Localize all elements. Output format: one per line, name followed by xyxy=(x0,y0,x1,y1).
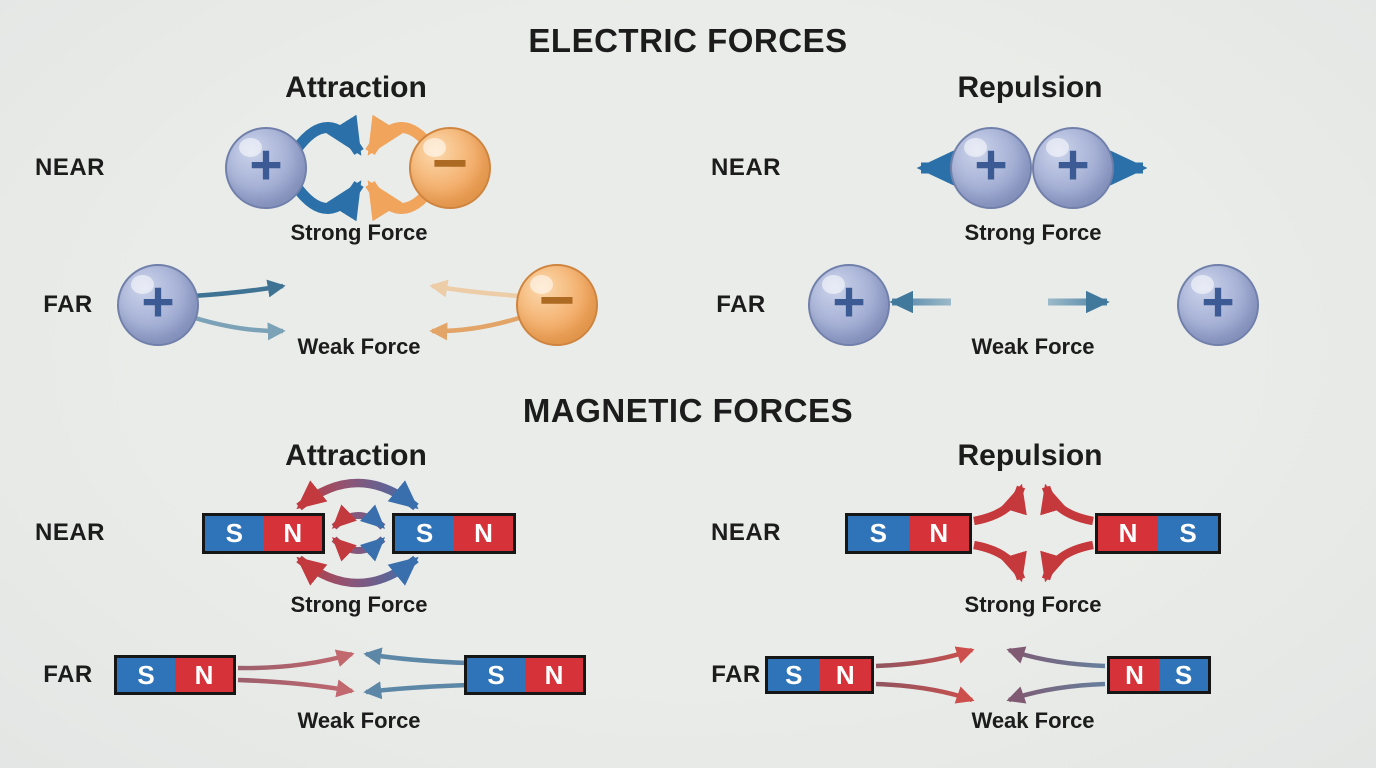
strong-force-label: Strong Force xyxy=(290,592,428,617)
pole-letter: N xyxy=(835,659,855,690)
plus-symbol: + xyxy=(249,133,283,197)
north-pole: N xyxy=(1098,516,1158,551)
plus-symbol: + xyxy=(832,270,866,334)
pole-letter: N xyxy=(544,659,564,690)
pole-letter: S xyxy=(487,659,505,690)
magnetic-repulsion-far-arrows xyxy=(875,646,1106,704)
pole-letter: N xyxy=(929,518,949,548)
near-label-electric-left: NEAR xyxy=(34,154,106,181)
weak-force-label: Weak Force xyxy=(971,708,1095,733)
positive-charge: + xyxy=(1032,127,1114,209)
positive-charge: + xyxy=(1177,264,1259,346)
south-pole: S xyxy=(205,516,264,551)
bar-magnet: S N xyxy=(202,513,325,554)
strong-force-label: Strong Force xyxy=(964,592,1102,617)
south-pole: S xyxy=(848,516,909,551)
south-pole: S xyxy=(467,658,525,692)
magnetic-section-title: MAGNETIC FORCES xyxy=(522,392,854,429)
magnetic-attraction-far-arrows xyxy=(237,647,469,700)
south-pole: S xyxy=(768,659,820,691)
near-label-magnetic-right: NEAR xyxy=(710,519,782,546)
pole-letter: S xyxy=(785,659,803,690)
weak-force-label: Weak Force xyxy=(971,334,1095,359)
far-label-magnetic-left: FAR xyxy=(43,661,93,688)
magnetic-repulsion-heading: Repulsion xyxy=(957,439,1103,472)
pole-letter: S xyxy=(1174,659,1193,690)
plus-symbol: + xyxy=(1201,270,1235,334)
bar-magnet: N S xyxy=(1107,656,1211,694)
pole-letter: N xyxy=(1125,659,1144,690)
electric-section-title: ELECTRIC FORCES xyxy=(528,22,848,59)
negative-charge: − xyxy=(516,264,598,346)
pole-letter: S xyxy=(137,659,155,690)
pole-letter: S xyxy=(869,518,887,548)
minus-symbol: − xyxy=(431,129,469,198)
bar-magnet: S N xyxy=(765,656,874,694)
north-pole: N xyxy=(525,658,583,692)
pole-letter: S xyxy=(415,518,434,548)
negative-charge: − xyxy=(409,127,491,209)
positive-charge: + xyxy=(950,127,1032,209)
strong-force-label: Strong Force xyxy=(290,220,428,245)
near-label-magnetic-left: NEAR xyxy=(34,519,106,546)
south-pole: S xyxy=(1158,516,1218,551)
north-pole: N xyxy=(175,658,233,692)
minus-symbol: − xyxy=(538,266,576,335)
magnetic-attraction-heading: Attraction xyxy=(285,439,427,472)
pole-letter: N xyxy=(1118,518,1138,548)
bar-magnet: S N xyxy=(114,655,236,695)
north-pole: N xyxy=(454,516,513,551)
bar-magnet: S N xyxy=(392,513,516,554)
positive-charge: + xyxy=(808,264,890,346)
bar-magnet: N S xyxy=(1095,513,1221,554)
bar-magnet: S N xyxy=(845,513,972,554)
magnetic-attraction-near-arrows xyxy=(296,478,419,588)
bar-magnet: S N xyxy=(464,655,586,695)
north-pole: N xyxy=(819,659,871,691)
strong-force-label: Strong Force xyxy=(964,220,1102,245)
weak-force-label: Weak Force xyxy=(297,334,421,359)
plus-symbol: + xyxy=(974,133,1008,197)
south-pole: S xyxy=(395,516,454,551)
electric-attraction-far-arrows xyxy=(192,279,522,341)
positive-charge: + xyxy=(117,264,199,346)
pole-letter: S xyxy=(1179,518,1197,548)
pole-letter: S xyxy=(225,518,243,548)
far-label-magnetic-right: FAR xyxy=(711,661,761,688)
near-label-electric-right: NEAR xyxy=(710,154,782,181)
north-pole: N xyxy=(908,516,969,551)
electric-attraction-heading: Attraction xyxy=(285,71,427,104)
far-label-electric-right: FAR xyxy=(716,291,766,318)
magnetic-repulsion-near-arrows xyxy=(973,483,1094,583)
north-pole: N xyxy=(263,516,322,551)
electric-repulsion-heading: Repulsion xyxy=(957,71,1103,104)
south-pole: S xyxy=(117,658,175,692)
pole-letter: N xyxy=(194,659,214,690)
far-label-electric-left: FAR xyxy=(43,291,93,318)
plus-symbol: + xyxy=(141,270,175,334)
weak-force-label: Weak Force xyxy=(297,708,421,733)
plus-symbol: + xyxy=(1056,133,1090,197)
positive-charge: + xyxy=(225,127,307,209)
pole-letter: N xyxy=(474,518,493,548)
south-pole: S xyxy=(1159,659,1208,691)
north-pole: N xyxy=(1110,659,1159,691)
pole-letter: N xyxy=(283,518,303,548)
